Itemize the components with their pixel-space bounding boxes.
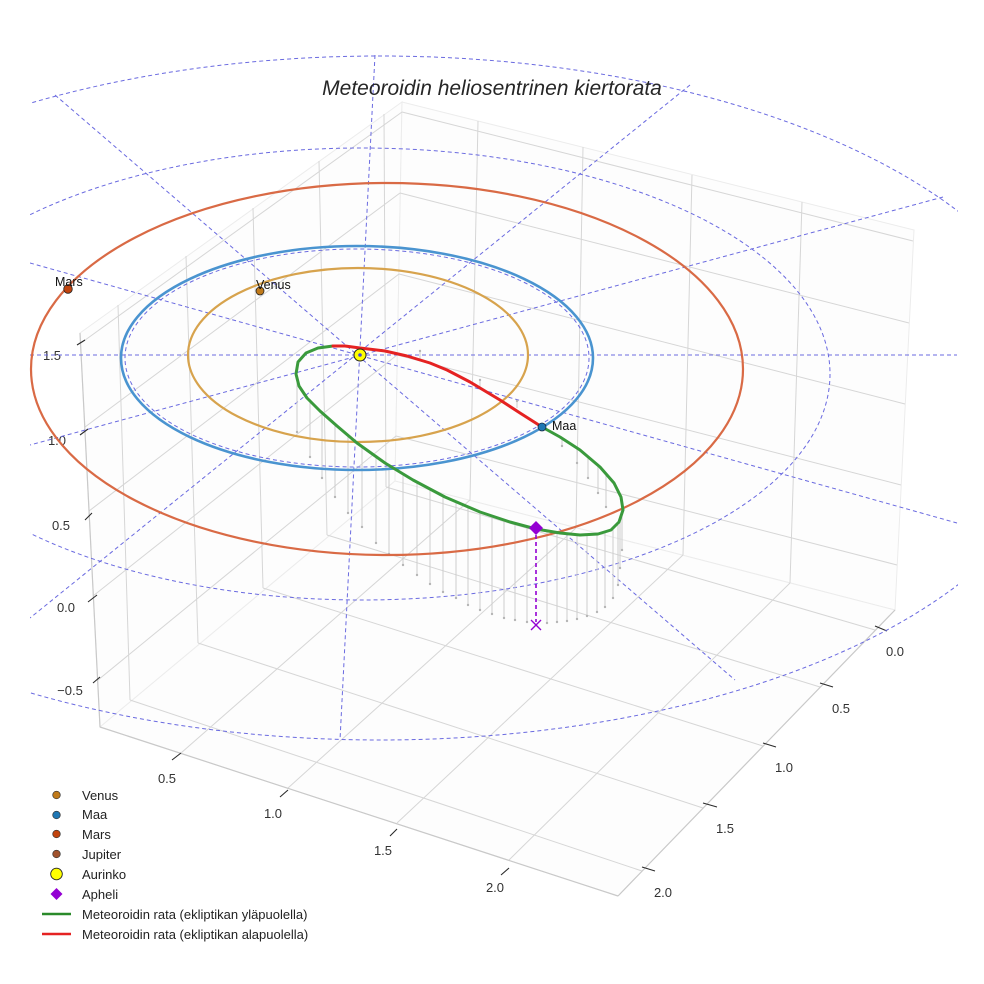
- jupiter-legend-icon: [52, 849, 61, 859]
- venus-legend-icon: [52, 790, 61, 800]
- ecliptic-drop-lines: [295, 349, 624, 625]
- ecliptic-circle-2au: [30, 147, 831, 601]
- legend-label: Meteoroidin rata (ekliptikan yläpuolella…: [82, 907, 307, 922]
- aphelion-projection: [529, 521, 543, 631]
- sun-legend-icon: [50, 867, 63, 881]
- body-markers: [63, 284, 547, 432]
- z-tick-label: 0.5: [52, 518, 70, 533]
- x-tick-label: 1.5: [374, 843, 392, 858]
- z-axis-line: [79, 332, 101, 728]
- x-tick-label: 0.5: [158, 771, 176, 786]
- mars-marker-icon: [63, 284, 73, 294]
- aphelion-projection-x-icon: [530, 619, 542, 631]
- axes-panes: [79, 101, 915, 897]
- z-tick-label: 0.0: [57, 600, 75, 615]
- x-tick-labels: 0.5 1.0 1.5 2.0: [158, 771, 504, 895]
- y-tick-label: 2.0: [654, 885, 672, 900]
- x-axis-line: [99, 726, 619, 897]
- legend-item-aurinko: Aurinko: [50, 867, 126, 882]
- aphelion-legend-icon: [50, 888, 63, 900]
- meteoroid-orbit-above-ecliptic: [294, 344, 625, 537]
- axis-lines: [76, 332, 896, 897]
- legend-label: Meteoroidin rata (ekliptikan alapuolella…: [82, 927, 308, 942]
- legend-item-maa: Maa: [52, 807, 108, 822]
- floor-grid: [129, 486, 876, 872]
- ecliptic-circle-3au: [30, 55, 958, 741]
- legend: Venus Maa Mars Jupiter Aurinko Apheli Me…: [42, 788, 308, 942]
- ecliptic-grid: [30, 54, 958, 741]
- earth-label: Maa: [552, 419, 576, 433]
- aphelion-diamond-icon: [529, 521, 543, 535]
- legend-label: Venus: [82, 788, 119, 803]
- mars-label: Mars: [55, 275, 83, 289]
- earth-marker-icon: [537, 422, 547, 432]
- y-tick-label: 0.5: [832, 701, 850, 716]
- sun-core-icon: [358, 353, 362, 357]
- legend-label: Maa: [82, 807, 108, 822]
- legend-item-mars: Mars: [52, 827, 111, 842]
- drop-line-ends: [295, 349, 624, 625]
- legend-label: Mars: [82, 827, 111, 842]
- ecliptic-circle-1au: [124, 248, 590, 468]
- drop-lines: [296, 351, 623, 623]
- z-tick-label: −0.5: [57, 683, 83, 698]
- ecliptic-radial-lines: [30, 54, 958, 741]
- meteoroid-orbit: [294, 344, 625, 537]
- legend-item-orbit-below: Meteoroidin rata (ekliptikan alapuolella…: [42, 927, 308, 942]
- z-tick-labels: 1.5 1.0 0.5 0.0 −0.5: [43, 348, 83, 698]
- grid-lines: [80, 111, 914, 872]
- legend-label: Aurinko: [82, 867, 126, 882]
- z-axis-ticks: [76, 339, 101, 684]
- y-axis-line: [617, 609, 896, 897]
- earth-legend-icon: [52, 810, 61, 820]
- venus-marker-icon: [255, 286, 265, 296]
- legend-label: Jupiter: [82, 847, 122, 862]
- x-tick-label: 2.0: [486, 880, 504, 895]
- mars-legend-icon: [52, 829, 61, 839]
- meteoroid-orbit-below-ecliptic: [331, 344, 544, 429]
- legend-item-venus: Venus: [52, 788, 119, 803]
- x-axis-ticks: [171, 752, 510, 876]
- earth-orbit: [119, 244, 595, 472]
- y-tick-label: 0.0: [886, 644, 904, 659]
- right-wall-grid: [395, 111, 914, 584]
- legend-item-jupiter: Jupiter: [52, 847, 122, 862]
- y-tick-labels: 0.0 0.5 1.0 1.5 2.0: [654, 644, 904, 900]
- mars-orbit: [29, 181, 745, 557]
- chart-title: Meteoroidin heliosentrinen kiertorata: [322, 77, 662, 100]
- legend-item-orbit-above: Meteoroidin rata (ekliptikan yläpuolella…: [42, 907, 307, 922]
- x-tick-label: 1.0: [264, 806, 282, 821]
- y-tick-label: 1.0: [775, 760, 793, 775]
- y-tick-label: 1.5: [716, 821, 734, 836]
- body-annotations: Venus Mars Maa: [55, 275, 576, 433]
- y-axis-ticks: [641, 625, 888, 872]
- venus-label: Venus: [256, 278, 291, 292]
- legend-label: Apheli: [82, 887, 118, 902]
- legend-item-apheli: Apheli: [50, 887, 118, 902]
